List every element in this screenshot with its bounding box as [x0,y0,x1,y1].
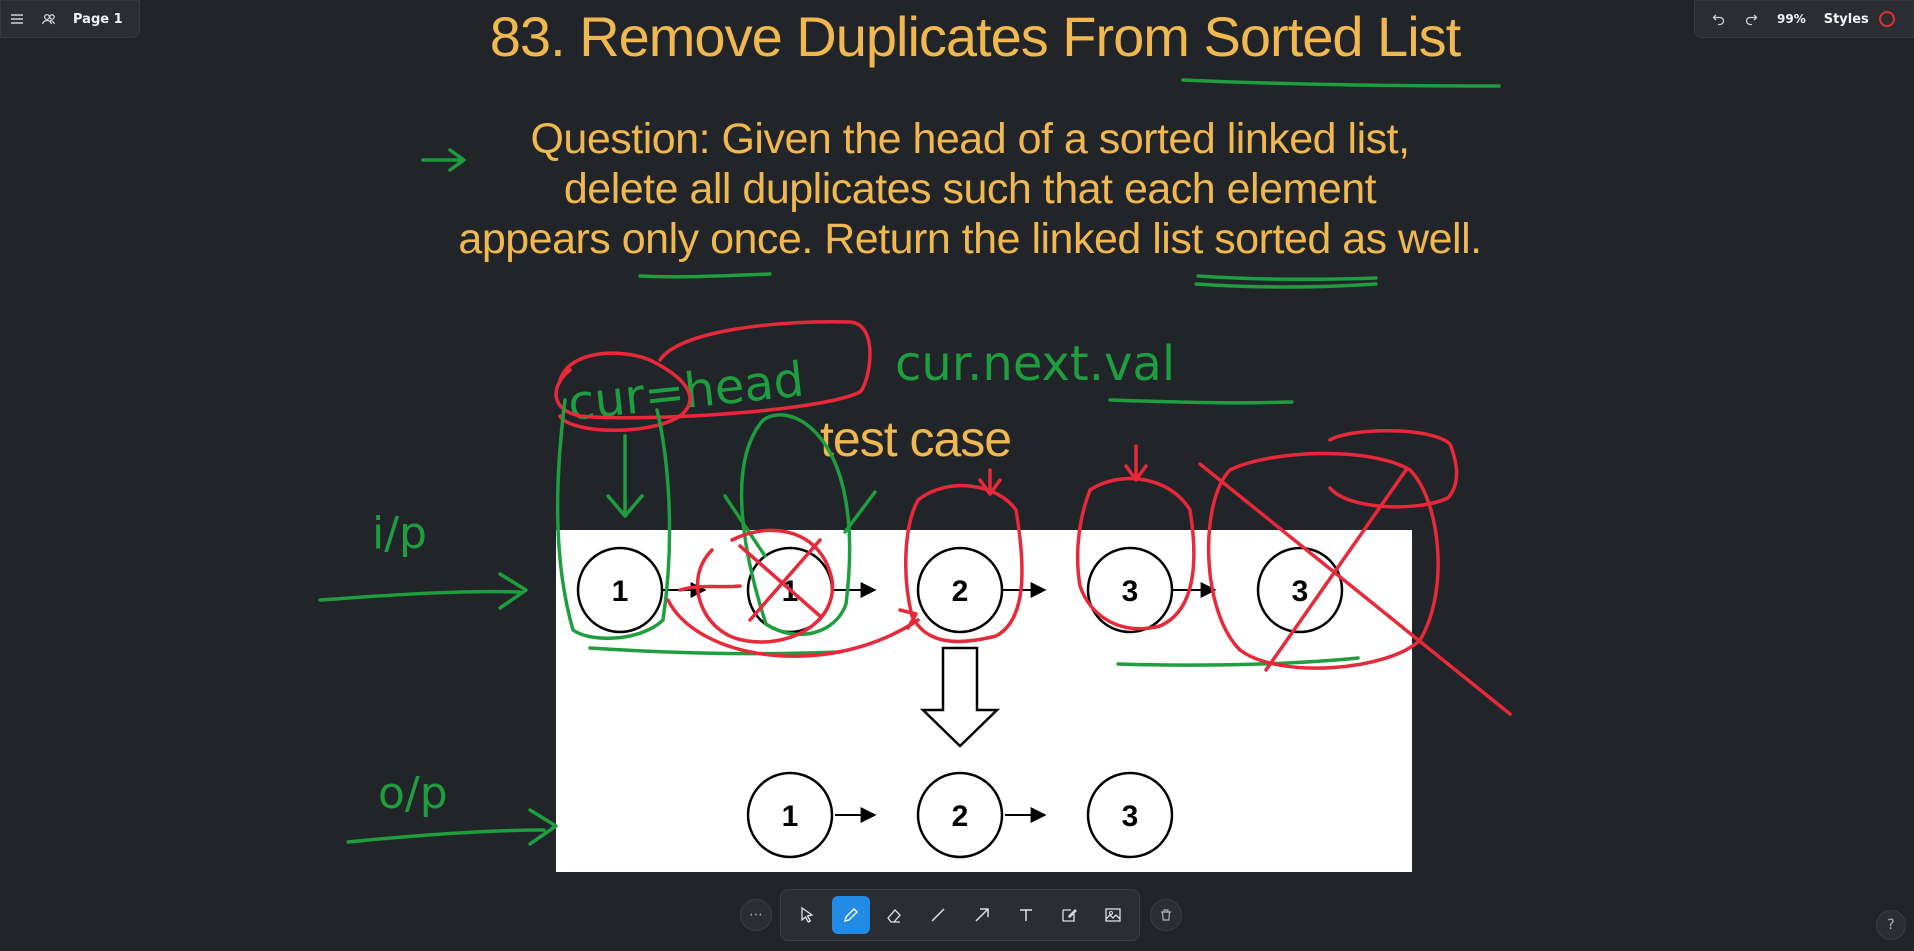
image-tool[interactable] [1094,896,1132,934]
history-panel: 99% Styles [1694,0,1914,38]
test-case-label: test case [820,411,1012,467]
input-node: 3 [1256,546,1344,634]
question-text: Question: Given the head of a sorted lin… [420,114,1520,264]
redo-icon [1745,14,1758,26]
note-tool[interactable] [1050,896,1088,934]
output-node: 3 [1086,771,1174,859]
status-indicator [1878,11,1895,27]
help-label: ? [1887,917,1895,933]
input-node: 1 [576,546,664,634]
pencil-icon [843,908,858,922]
input-node-value: 2 [952,575,969,608]
ink-input-label: i/p [372,508,427,559]
tool-bar [780,889,1140,941]
ink-underline [1194,274,1378,289]
ink-input-arrow-icon [318,572,528,610]
input-node: 2 [916,546,1004,634]
linked-list-diagram[interactable]: 1 1 2 3 3 1 2 3 [556,530,1412,872]
input-node-value: 3 [1122,575,1139,608]
hamburger-menu-button[interactable] [1,3,33,35]
draw-tool[interactable] [831,896,870,934]
input-node: 3 [1086,546,1174,634]
line-tool[interactable] [919,896,957,934]
image-icon [1105,908,1121,922]
output-node: 1 [746,771,834,859]
output-node-value: 1 [782,800,799,833]
page-label[interactable]: Page 1 [73,11,123,27]
input-node: 1 [746,546,834,634]
question-line: Question: Given the head of a sorted lin… [530,115,1410,163]
text-icon [1019,909,1032,921]
more-options-button[interactable]: ⋯ [740,899,772,931]
output-node: 2 [916,771,1004,859]
menu-panel: Page 1 [0,0,140,38]
input-node-value: 1 [612,575,629,608]
ink-output-label: o/p [378,768,448,819]
diagram-svg: 1 1 2 3 3 1 2 3 [576,546,1344,859]
arrow-icon [975,908,989,922]
more-icon: ⋯ [749,907,763,923]
people-button[interactable] [33,3,65,35]
arrow-tool[interactable] [963,896,1001,934]
eraser-tool[interactable] [875,896,913,934]
styles-button[interactable]: Styles [1823,11,1869,27]
question-line: delete all duplicates such that each ele… [563,165,1377,213]
page-title: 83. Remove Duplicates From Sorted List [489,5,1461,68]
undo-button[interactable] [1703,3,1735,35]
undo-icon [1712,14,1725,26]
text-tool[interactable] [1007,896,1045,934]
transform-arrow-icon [919,646,1001,748]
people-icon [41,13,56,25]
note-icon [1062,909,1078,922]
line-icon [931,908,945,922]
trash-icon [1161,909,1171,921]
ink-underline [1181,78,1501,88]
ink-underline [638,272,772,279]
zoom-level[interactable]: 99% [1777,12,1806,26]
cursor-icon [801,906,814,923]
select-tool[interactable] [788,896,826,934]
input-node-value: 3 [1292,575,1309,608]
eraser-icon [887,909,902,923]
delete-button[interactable] [1150,899,1182,931]
output-node-value: 2 [952,800,969,833]
redo-button[interactable] [1735,3,1767,35]
ink-output-arrow-icon [346,808,558,846]
menu-icon [11,14,23,24]
ink-cur-next-val: cur.next.val [895,336,1175,392]
help-button[interactable]: ? [1876,910,1906,940]
ink-cur-head: cur=head [565,352,806,432]
input-node-value: 1 [782,575,799,608]
question-line: appears only once. Return the linked lis… [458,215,1482,263]
output-node-value: 3 [1122,800,1139,833]
